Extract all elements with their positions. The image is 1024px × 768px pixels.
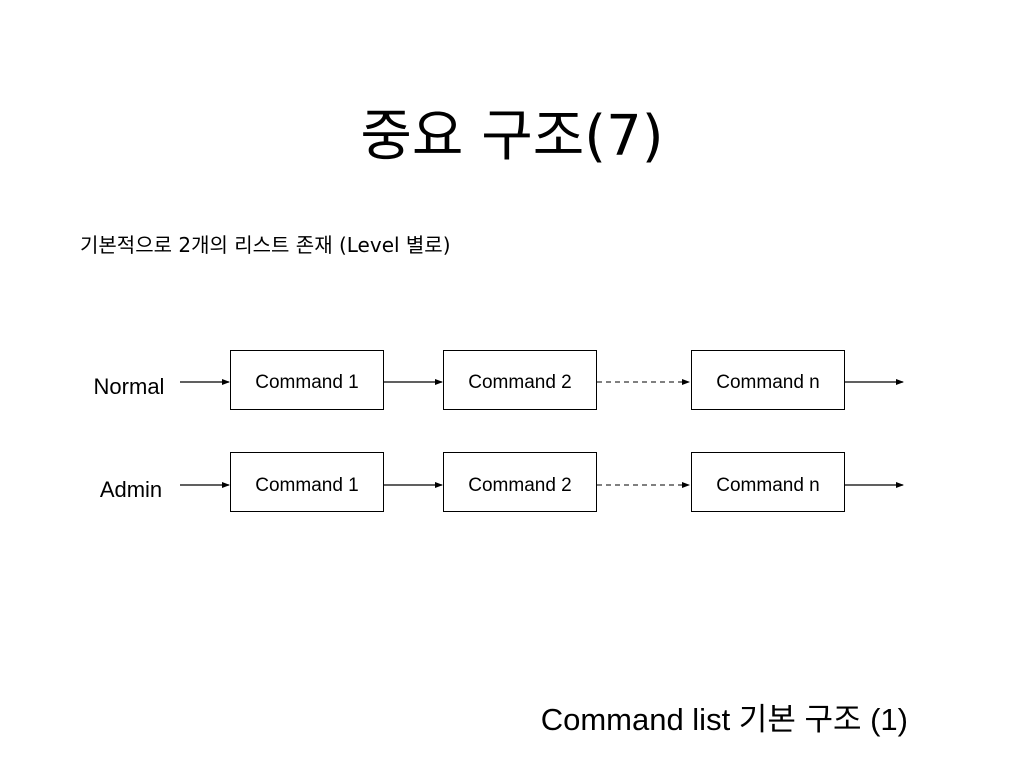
slide-subtitle: 기본적으로 2개의 리스트 존재 (Level 별로): [80, 233, 451, 257]
command-node-box: [230, 452, 384, 512]
slide-title: 중요 구조(7): [360, 104, 664, 169]
command-node-label: Command 2: [468, 372, 572, 393]
list-row-normal: Normal Command 1 Command 2 Command n: [94, 350, 904, 410]
row-label-admin: Admin: [100, 477, 162, 502]
row-label-normal: Normal: [94, 374, 165, 399]
command-node-box: [443, 452, 597, 512]
command-node-box: [691, 452, 845, 512]
command-node-label: Command n: [716, 475, 820, 496]
command-node-box: [443, 350, 597, 410]
list-row-admin: Admin Command 1 Command 2 Command n: [100, 452, 904, 512]
slide-caption: Command list 기본 구조 (1): [540, 702, 908, 737]
command-node-label: Command 2: [468, 475, 572, 496]
command-node-box: [230, 350, 384, 410]
command-node-label: Command 1: [255, 372, 359, 393]
command-node-label: Command 1: [255, 475, 359, 496]
command-node-box: [691, 350, 845, 410]
command-node-label: Command n: [716, 372, 820, 393]
